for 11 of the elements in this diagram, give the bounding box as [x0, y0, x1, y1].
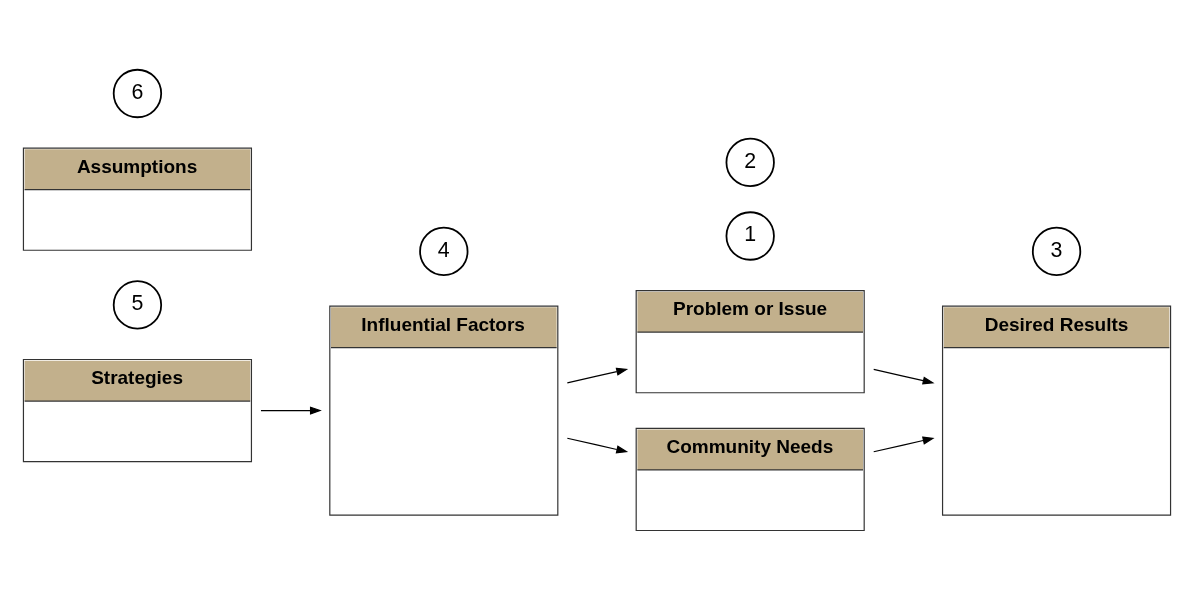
arrow — [873, 368, 935, 385]
node-circle: 2 — [725, 137, 775, 187]
node-circle: 6 — [112, 68, 163, 118]
arrow — [566, 367, 629, 383]
arrow — [260, 405, 322, 415]
arrow — [566, 437, 629, 453]
node-circle: 5 — [112, 279, 163, 329]
node-circle: 1 — [725, 210, 775, 261]
node-circle: 3 — [1031, 226, 1082, 276]
node-circle: 4 — [419, 226, 469, 276]
arrow — [873, 436, 935, 452]
